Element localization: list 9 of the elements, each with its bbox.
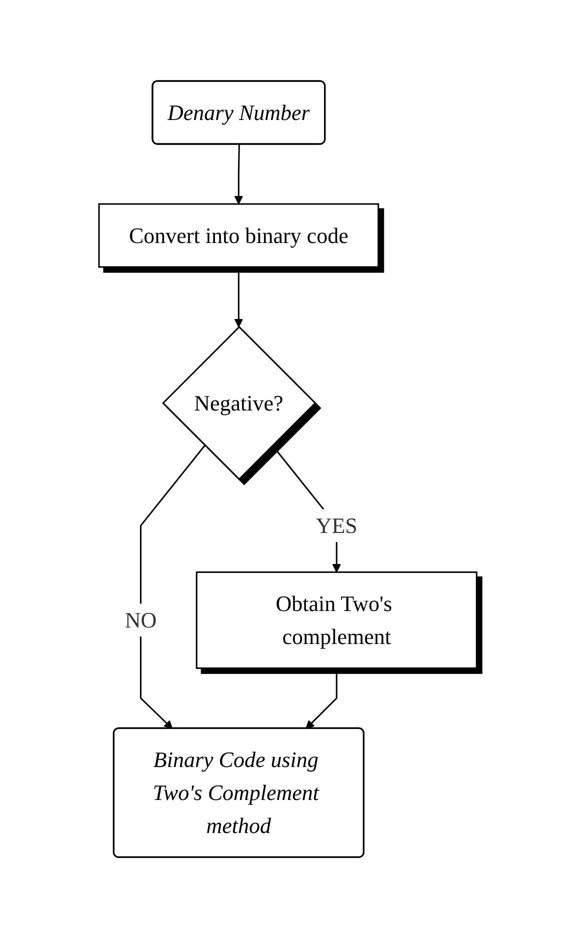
arrow xyxy=(234,266,243,328)
node-diamond: Negative? xyxy=(162,326,316,480)
node-box: Convert into binary code xyxy=(98,203,379,268)
arrow xyxy=(305,668,338,729)
edge-label: NO xyxy=(124,608,156,633)
arrow xyxy=(234,144,243,204)
edge-label: YES xyxy=(316,513,358,538)
node-box: Obtain Two's complement xyxy=(196,571,478,669)
arrow xyxy=(140,444,206,729)
